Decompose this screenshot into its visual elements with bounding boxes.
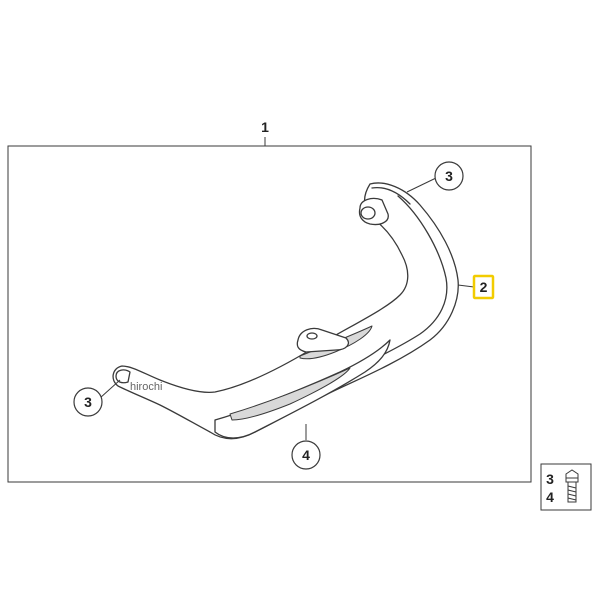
callout-2-label: 2 [480, 279, 488, 295]
top-mount-hole [360, 206, 376, 220]
deflector-strip-upper [229, 367, 351, 421]
callout-3-top-label: 3 [445, 168, 453, 184]
callout-3-top-leader [406, 177, 437, 193]
kit-box-label-4: 4 [546, 489, 554, 505]
hand-guard-drawing [112, 182, 459, 440]
callout-2-leader [457, 284, 475, 288]
top-arm-ridge [371, 186, 411, 205]
middle-mount-hole [306, 332, 318, 340]
watermark-text: hirochi [130, 381, 162, 393]
callout-3-left-leader [99, 379, 121, 399]
left-end-slot [115, 369, 131, 384]
assembly-frame [7, 145, 532, 483]
callout-3-left-circle [73, 387, 103, 417]
callout-3-top-circle [434, 161, 464, 191]
callout-4-circle [291, 440, 321, 470]
callout-3-left-label: 3 [84, 394, 92, 410]
kit-box-label-3: 3 [546, 471, 554, 487]
assembly-callout-1: 1 [261, 119, 269, 135]
bolt-icon [565, 469, 579, 503]
hardware-kit-box [540, 463, 592, 511]
callout-4-label: 4 [302, 447, 310, 463]
callout-2-highlight-box [472, 274, 495, 300]
guard-outer-shell [112, 182, 459, 440]
